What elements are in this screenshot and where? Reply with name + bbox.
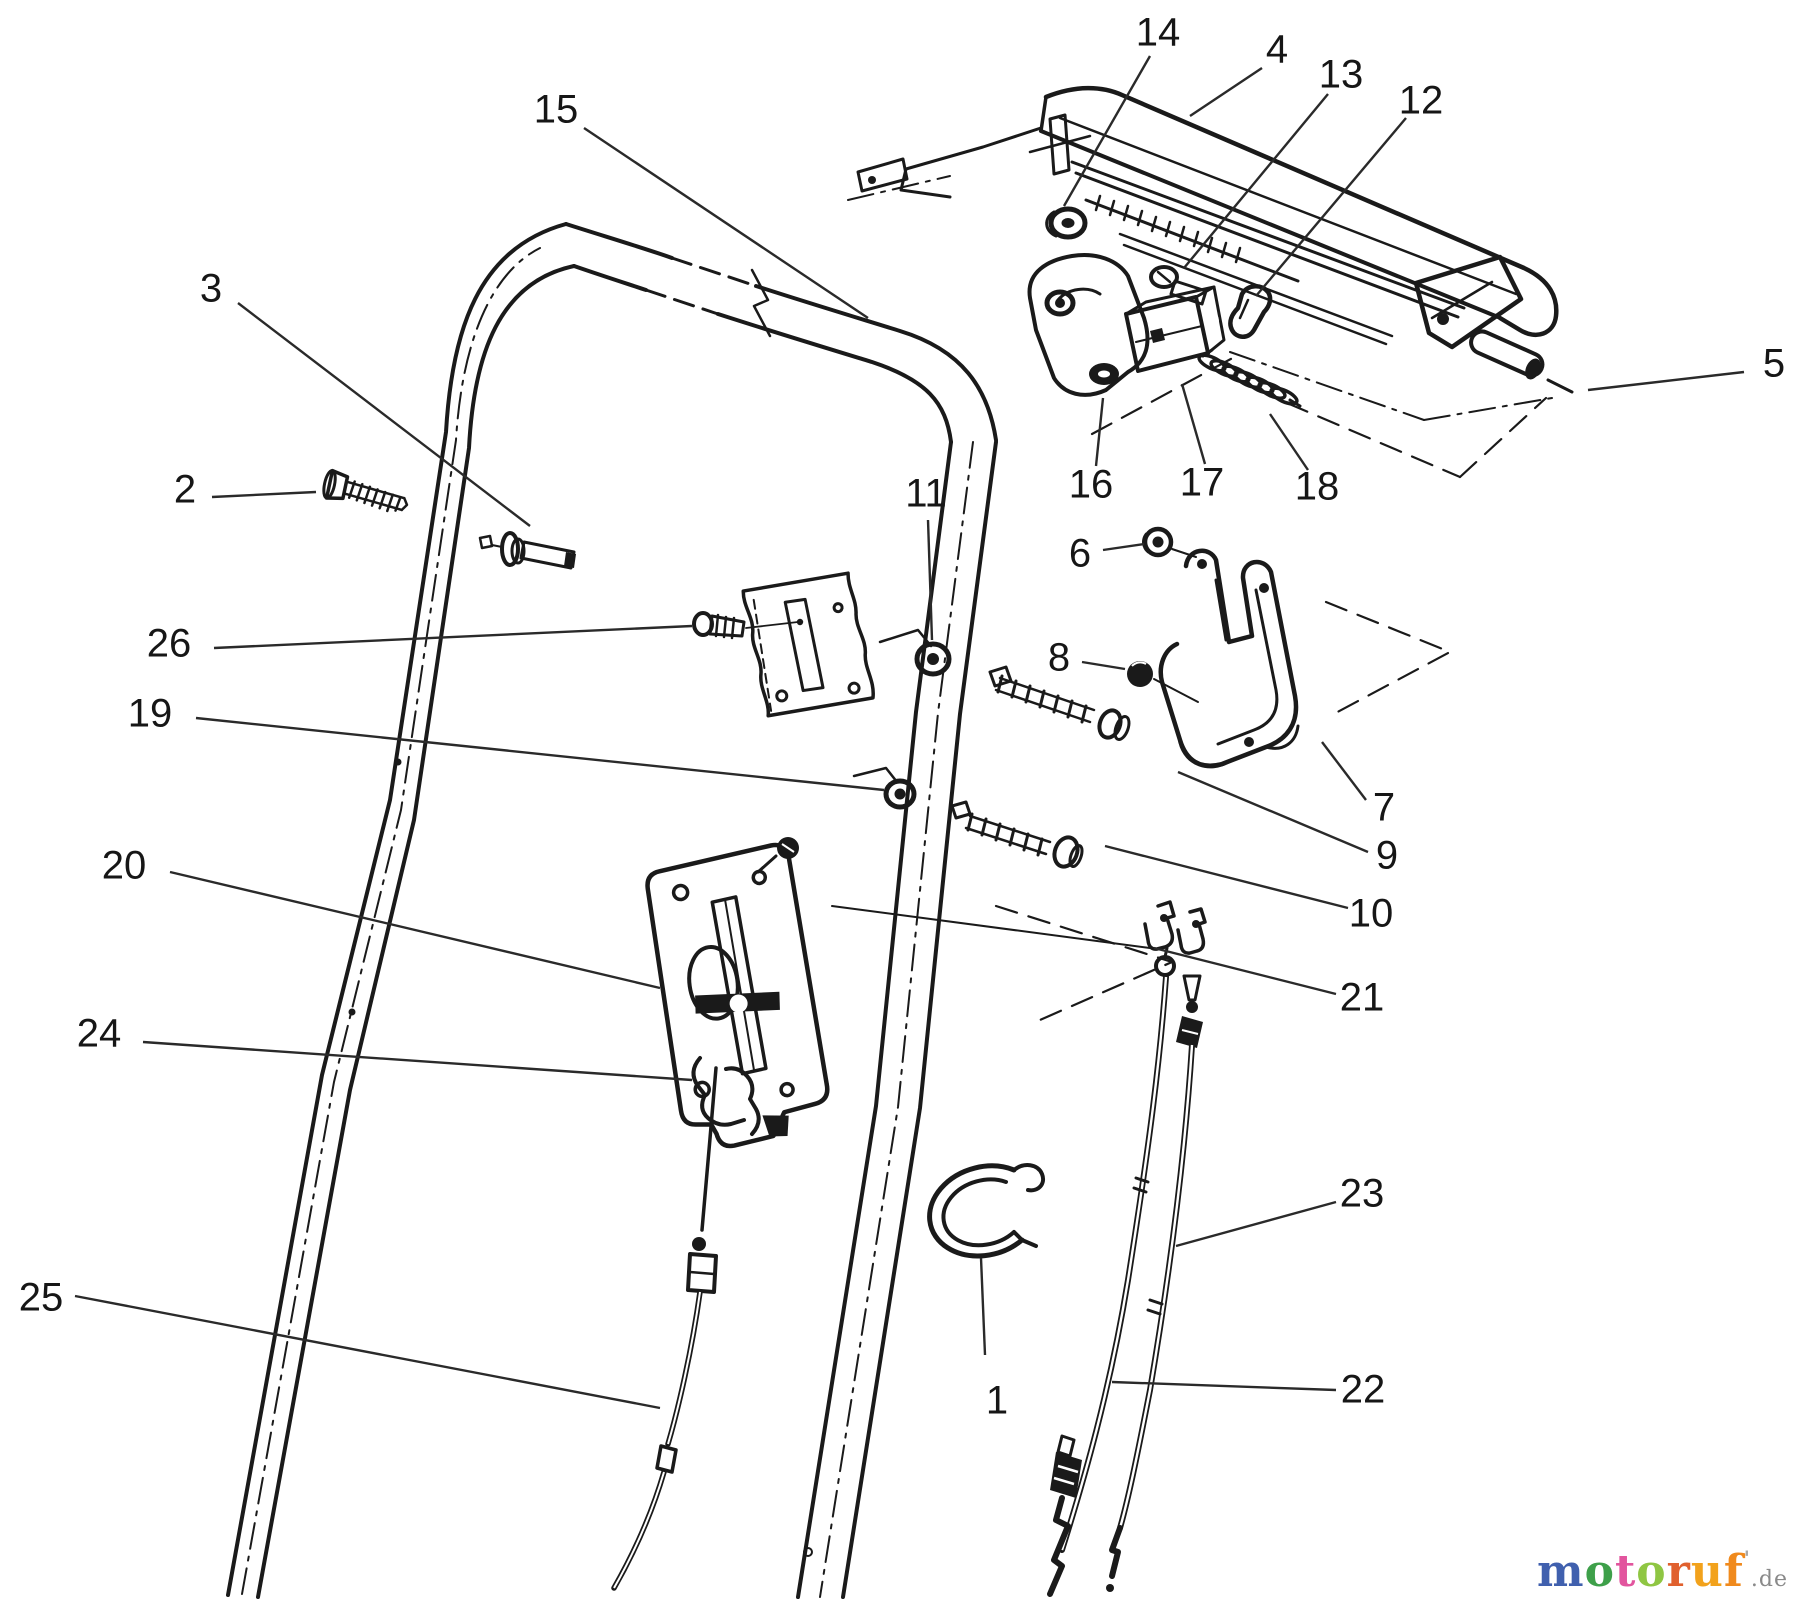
logo-letter: o (1636, 1546, 1667, 1597)
leader-line-22 (1111, 1380, 1337, 1392)
leader-line-4 (1189, 67, 1263, 117)
hose-clamp (927, 1163, 1045, 1259)
leader-line-1 (979, 1257, 987, 1356)
slotted-plate (741, 571, 875, 718)
part-label-13: 13 (1319, 53, 1364, 97)
part-label-15: 15 (534, 88, 579, 132)
leader-line-13 (1183, 93, 1329, 269)
part-label-5: 5 (1763, 342, 1785, 386)
leader-line-26 (213, 624, 693, 650)
part-label-2: 2 (174, 468, 196, 512)
part-label-24: 24 (77, 1012, 122, 1056)
part-label-14: 14 (1136, 11, 1181, 55)
leader-line-21 (1153, 946, 1337, 996)
compression-spring (1197, 348, 1302, 408)
part-label-10: 10 (1349, 892, 1394, 936)
leader-line-5 (1587, 370, 1745, 392)
bar-end-tab (856, 157, 909, 193)
washer-lower (852, 766, 917, 810)
control-plate (645, 842, 830, 1149)
part-label-23: 23 (1340, 1172, 1385, 1216)
leader-line-24 (142, 1040, 693, 1082)
part-label-25: 25 (19, 1276, 64, 1320)
mounting-bracket (1158, 548, 1300, 769)
part-label-3: 3 (200, 267, 222, 311)
logo-letter: r (1666, 1546, 1691, 1597)
leader-lines (74, 55, 1745, 1410)
part-label-20: 20 (102, 844, 147, 888)
leader-line-17 (1180, 383, 1207, 465)
leader-line-8 (1081, 660, 1126, 671)
part-label-26: 26 (147, 622, 192, 666)
clevis-pin (1469, 329, 1574, 394)
control-cables (1047, 946, 1203, 1597)
traction-cable (611, 1066, 718, 1591)
part-label-17: 17 (1180, 461, 1225, 505)
leader-line-19 (195, 716, 885, 792)
cable-z-fittings (1143, 900, 1207, 955)
logo-letter: f (1723, 1546, 1744, 1597)
bar-post (1048, 113, 1071, 176)
part-label-7: 7 (1373, 786, 1395, 830)
alignment-lines (831, 352, 1548, 1022)
cable-clip (691, 1056, 761, 1136)
leader-line-25 (74, 1294, 661, 1410)
leader-line-15 (583, 127, 869, 319)
leader-line-10 (1104, 844, 1349, 910)
part-label-8: 8 (1048, 636, 1070, 680)
upper-handle-bar (847, 85, 1559, 421)
washer-upper (878, 628, 952, 677)
end-strap-bracket (1413, 254, 1524, 350)
part-label-16: 16 (1069, 463, 1114, 507)
hex-nut (1142, 526, 1174, 558)
knob-nut (1127, 661, 1153, 687)
flat-head-screw (322, 468, 409, 513)
carriage-bolt (1149, 265, 1208, 306)
pivot-hook-bracket (1027, 253, 1150, 397)
logo-suffix: .de (1750, 1567, 1788, 1592)
pan-head-screw (692, 611, 804, 640)
part-label-22: 22 (1341, 1368, 1386, 1412)
part-label-19: 19 (128, 692, 173, 736)
part-label-9: 9 (1376, 834, 1398, 878)
leader-line-20 (169, 870, 661, 990)
leader-line-6 (1102, 542, 1145, 552)
leader-line-2 (211, 490, 317, 499)
leader-line-12 (1255, 117, 1407, 297)
part-label-1: 1 (986, 1379, 1008, 1423)
leader-line-18 (1269, 413, 1309, 471)
part-label-4: 4 (1266, 28, 1288, 72)
watermark-logo: motoruf'.de (1537, 1546, 1788, 1597)
tube-break-mark (750, 268, 772, 338)
part-label-11: 11 (905, 472, 947, 516)
logo-letter: ' (1743, 1546, 1751, 1570)
leader-line-9 (1177, 770, 1369, 854)
lower-handle-tube (226, 222, 998, 1599)
part-label-21: 21 (1340, 976, 1385, 1020)
part-label-12: 12 (1399, 79, 1444, 123)
logo-letter: t (1614, 1546, 1637, 1597)
tapping-screw-upper (988, 665, 1131, 741)
part-label-18: 18 (1295, 465, 1340, 509)
threaded-rod (1084, 198, 1300, 283)
part-label-6: 6 (1069, 532, 1091, 576)
leader-line-3 (237, 302, 531, 527)
leader-line-11 (926, 519, 934, 641)
leader-line-16 (1094, 397, 1105, 467)
leader-line-23 (1175, 1200, 1337, 1248)
tapping-screw-lower (950, 800, 1084, 869)
leader-line-7 (1321, 741, 1367, 801)
logo-letter: o (1584, 1546, 1615, 1597)
logo-letter: m (1537, 1546, 1585, 1597)
leader-line-14 (1062, 55, 1152, 207)
grommet-bushing (1045, 206, 1088, 240)
logo-letter: u (1690, 1546, 1724, 1597)
shoulder-bolt (478, 531, 576, 570)
plate-bolt (756, 837, 799, 874)
